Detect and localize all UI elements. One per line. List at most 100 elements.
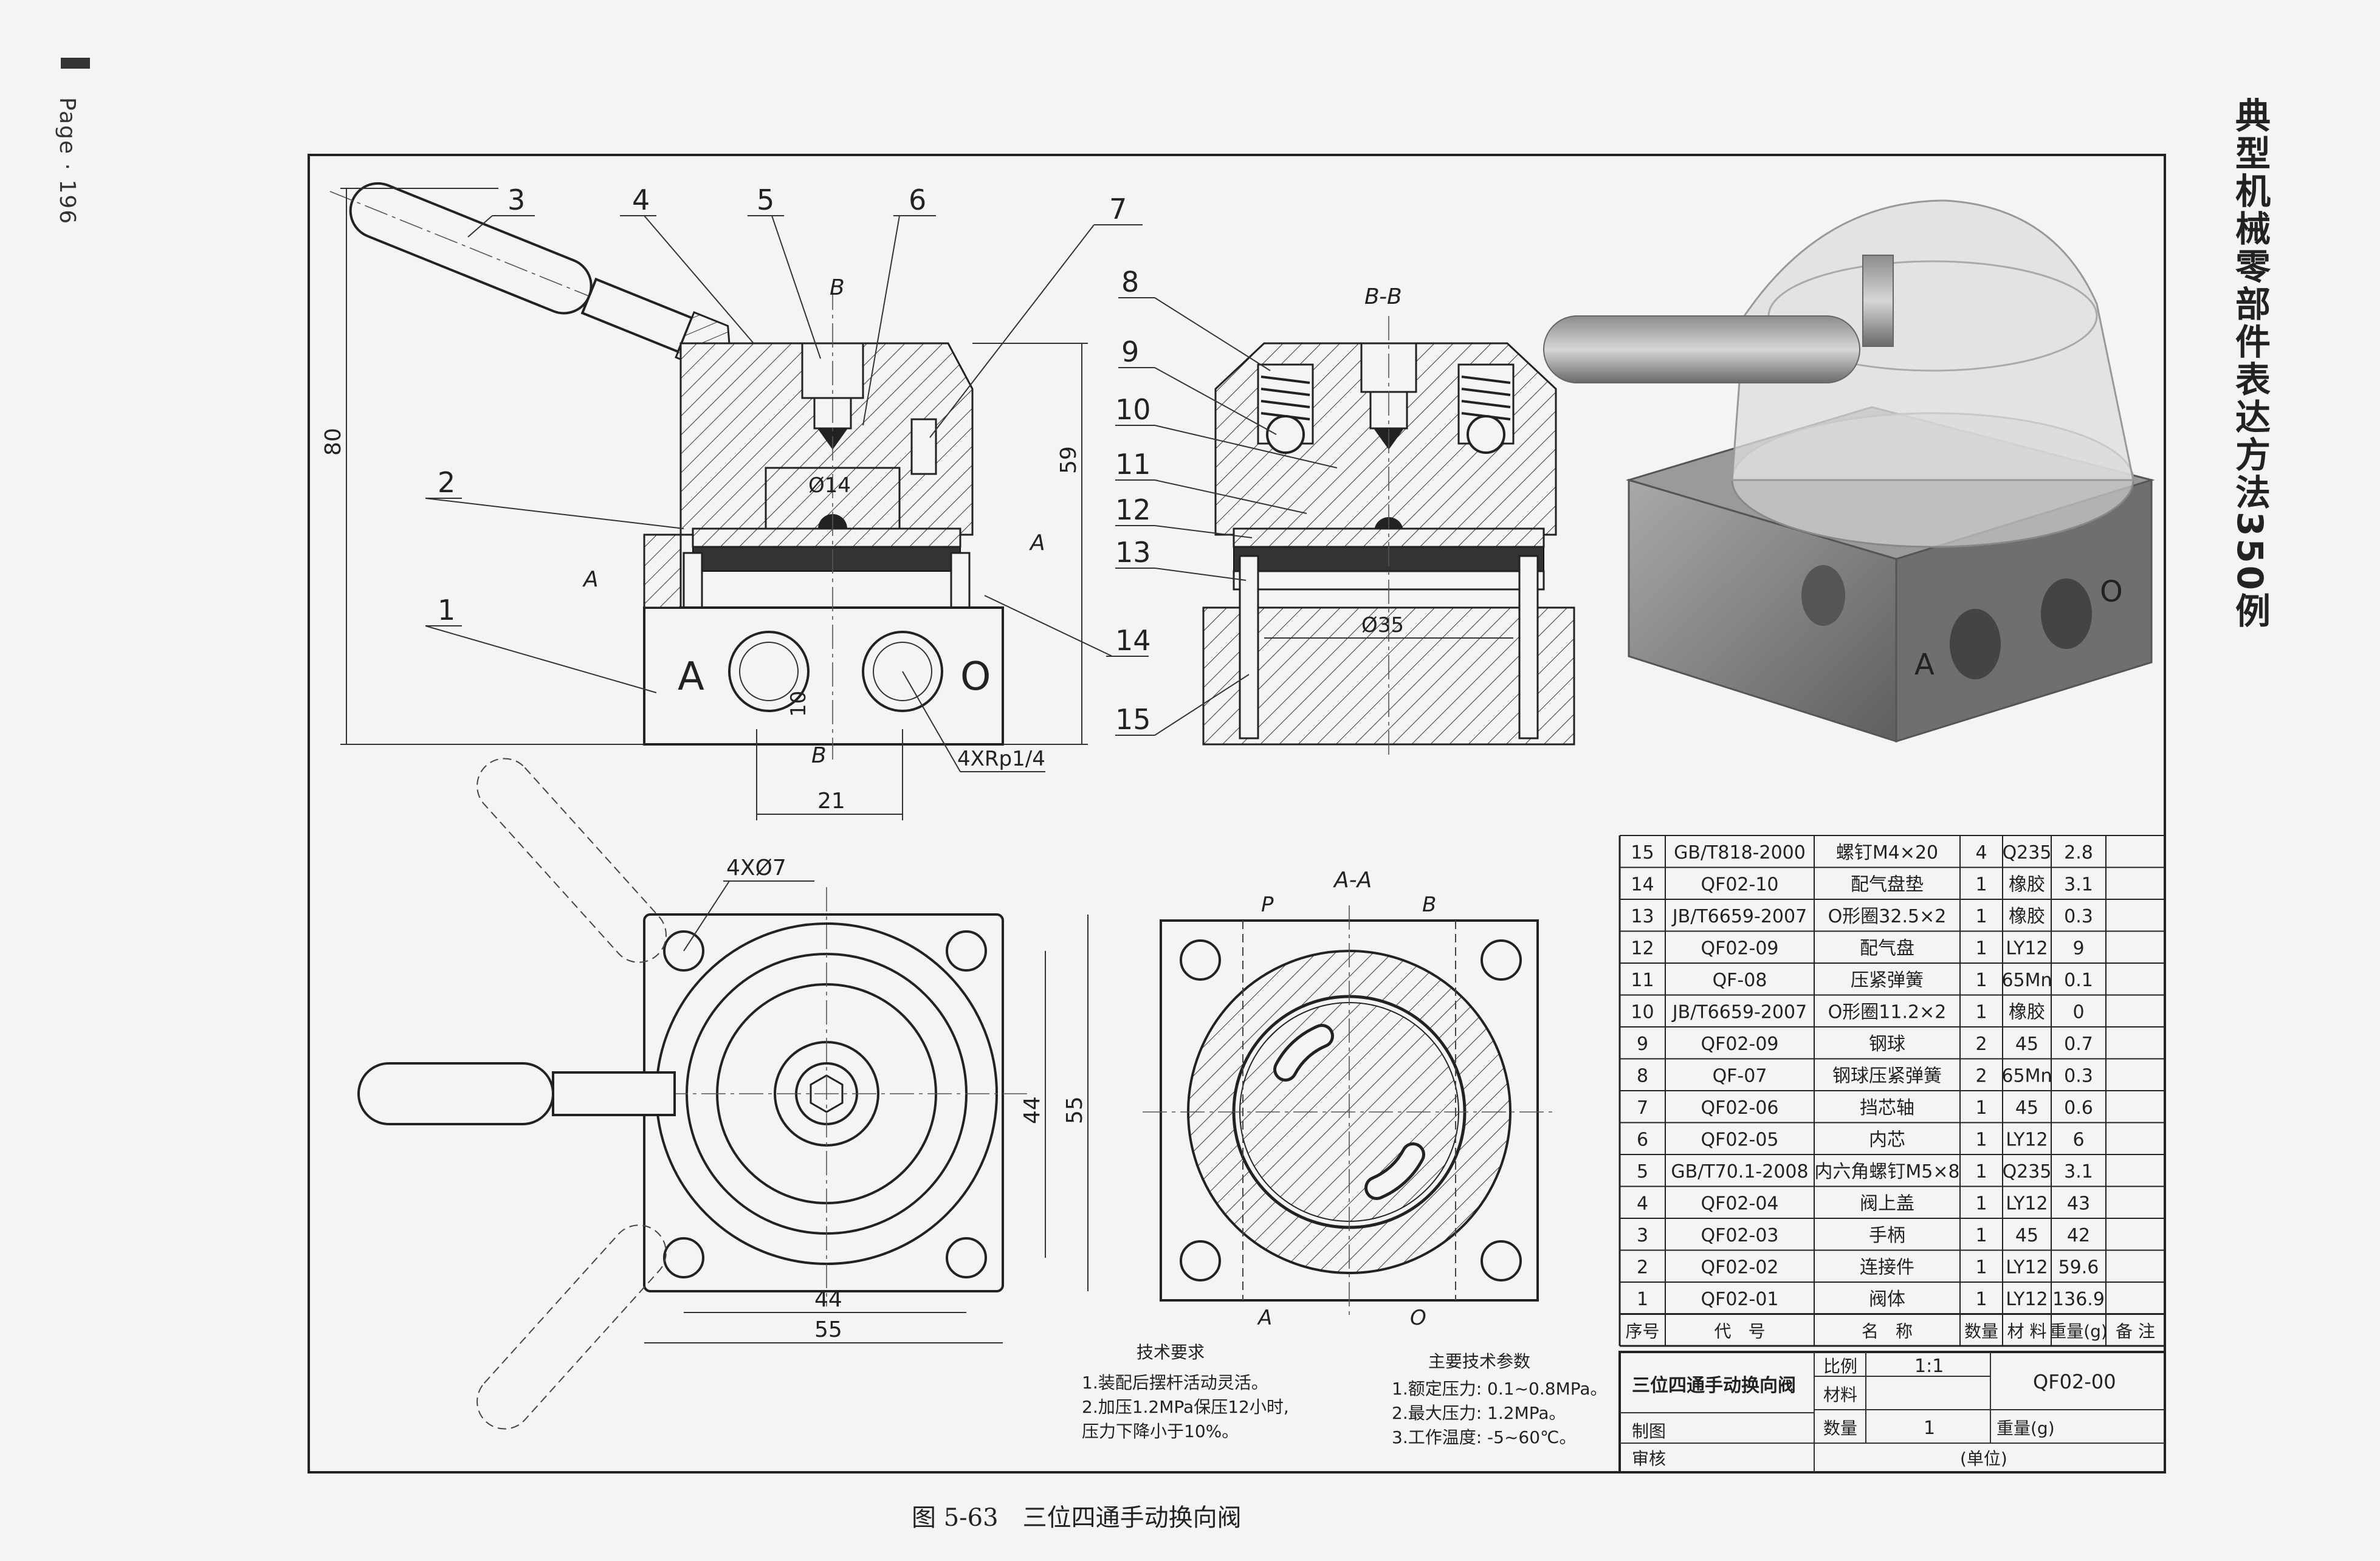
bom-cell: 3 [1637, 1225, 1648, 1246]
scale-value: 1:1 [1914, 1356, 1944, 1377]
tech-params-line-1: 1.额定压力: 0.1~0.8MPa。 [1392, 1379, 1608, 1399]
top-view: 44 55 44 55 4XØ7 [357, 758, 1089, 1430]
bom-cell: LY12 [2006, 1129, 2048, 1150]
port-o-label: O [960, 654, 991, 699]
bom-cell: 4 [1975, 842, 1987, 863]
callout-12: 12 [1115, 493, 1151, 526]
port-a-aa-label: A [1257, 1306, 1272, 1330]
bom-cell: QF02-02 [1701, 1257, 1778, 1278]
bom-cell: QF02-10 [1701, 874, 1778, 895]
bom-cell: 65Mn [2001, 970, 2052, 991]
bom-cell: 压紧弹簧 [1851, 970, 1924, 991]
callout-6: 6 [909, 184, 926, 216]
section-mark-a-right: A [1029, 530, 1045, 555]
callout-14: 14 [1115, 624, 1151, 657]
bom-cell: QF02-09 [1701, 938, 1778, 959]
bom-cell: QF02-01 [1701, 1289, 1778, 1310]
tech-req-line-1: 1.装配后摆杆活动灵活。 [1082, 1373, 1268, 1393]
material-label: 材料 [1823, 1385, 1857, 1405]
bom-cell: O形圈11.2×2 [1828, 1001, 1947, 1023]
bom-cell: 阀体 [1869, 1289, 1905, 1310]
bom-cell: 0.6 [2064, 1097, 2093, 1119]
bom-cell: 钢球压紧弹簧 [1832, 1065, 1942, 1086]
bom-cell: 0.7 [2064, 1034, 2093, 1055]
bom-cell: 1 [1975, 1257, 1987, 1278]
bom-cell: 9 [1637, 1034, 1648, 1055]
bom-cell: 手柄 [1869, 1225, 1905, 1246]
port-a-label: A [678, 654, 704, 699]
bom-cell: 3.1 [2064, 874, 2093, 895]
quantity-label: 数量 [1823, 1418, 1857, 1438]
bom-cell: 2 [1975, 1065, 1987, 1086]
bom-cell: QF02-06 [1701, 1097, 1778, 1119]
bom-cell: 内六角螺钉M5×8 [1814, 1161, 1959, 1182]
callout-15: 15 [1115, 703, 1151, 736]
bom-cell: 45 [2015, 1225, 2038, 1246]
bom-cell: 橡胶 [2009, 1001, 2045, 1023]
bom-cell: JB/T6659-2007 [1671, 906, 1807, 927]
callout-2: 2 [438, 466, 455, 499]
bom-cell: 内芯 [1869, 1129, 1905, 1150]
bom-cell: 0.3 [2064, 1065, 2093, 1086]
bom-cell: 14 [1631, 874, 1654, 895]
bom-cell: 45 [2015, 1034, 2038, 1055]
assembly-name: 三位四通手动换向阀 [1632, 1375, 1796, 1396]
callout-1: 1 [438, 594, 455, 626]
bom-header-cell: 名 称 [1862, 1321, 1913, 1341]
bom-header-cell: 序号 [1625, 1321, 1659, 1341]
bom-cell: 5 [1637, 1161, 1648, 1182]
bom-cell: QF02-05 [1701, 1129, 1778, 1150]
bom-cell: 配气盘垫 [1851, 874, 1924, 895]
iso-port-a: A [1914, 648, 1935, 682]
tech-params-title: 主要技术参数 [1428, 1351, 1530, 1371]
scale-label: 比例 [1823, 1356, 1857, 1376]
bom-cell: 1 [1975, 938, 1987, 959]
page-marker [61, 58, 90, 69]
unit-label: (单位) [1960, 1449, 2007, 1469]
bom-cell: 11 [1631, 970, 1654, 991]
port-o-aa-label: O [1410, 1306, 1426, 1330]
section-aa-view: A-A P B A O [1143, 868, 1556, 1330]
dim-44-h: 44 [814, 1287, 842, 1312]
bom-cell: QF-08 [1713, 970, 1767, 991]
bom-cell: 10 [1631, 1001, 1654, 1023]
bom-cell: 9 [2072, 938, 2084, 959]
bom-cell: 1 [1975, 1129, 1987, 1150]
tech-params: 主要技术参数 1.额定压力: 0.1~0.8MPa。 2.最大压力: 1.2MP… [1392, 1351, 1608, 1447]
drawing-frame [308, 154, 2166, 1474]
callout-11: 11 [1115, 448, 1151, 481]
dim-21: 21 [817, 789, 845, 814]
bom-cell: 1 [1975, 1001, 1987, 1023]
port-b-label: B [1422, 893, 1436, 917]
section-bb-callouts: 8 9 10 11 12 13 14 15 [984, 266, 1338, 736]
bom-cell: 6 [2072, 1129, 2084, 1150]
dim-bore-35: Ø35 [1361, 613, 1404, 637]
bom-cell: LY12 [2006, 1193, 2048, 1214]
bom-cell: 2.8 [2064, 842, 2093, 863]
callout-9: 9 [1121, 335, 1139, 368]
bom-cell: 连接件 [1860, 1257, 1914, 1278]
bom-cell: 42 [2067, 1225, 2090, 1246]
front-callouts: 3 4 5 6 7 2 1 [425, 184, 1143, 693]
thread-note: 4XRp1/4 [957, 747, 1045, 771]
callout-4: 4 [632, 184, 650, 216]
bom-cell: 4 [1637, 1193, 1648, 1214]
bom-header-cell: 数量 [1964, 1321, 1998, 1341]
bom-cell: 1 [1637, 1289, 1648, 1310]
title-block: 三位四通手动换向阀 比例 1:1 材料 数量 1 重量(g) QF02-00 制… [1618, 1351, 2166, 1474]
bom-header-cell: 备 注 [2116, 1321, 2155, 1341]
section-bb-title: B-B [1364, 284, 1402, 309]
bom-cell: QF-07 [1713, 1065, 1767, 1086]
bom-header-cell: 代 号 [1714, 1321, 1765, 1341]
bom-cell: 橡胶 [2009, 906, 2045, 927]
bom-cell: QF02-04 [1701, 1193, 1778, 1214]
bom-cell: QF02-03 [1701, 1225, 1778, 1246]
bom-cell: QF02-09 [1701, 1034, 1778, 1055]
quantity-value: 1 [1924, 1418, 1935, 1439]
bom-cell: 阀上盖 [1860, 1193, 1914, 1214]
bom-cell: 2 [1975, 1034, 1987, 1055]
bom-cell: 1 [1975, 1225, 1987, 1246]
bom-cell: LY12 [2006, 938, 2048, 959]
drawing-number: QF02-00 [2033, 1370, 2116, 1393]
